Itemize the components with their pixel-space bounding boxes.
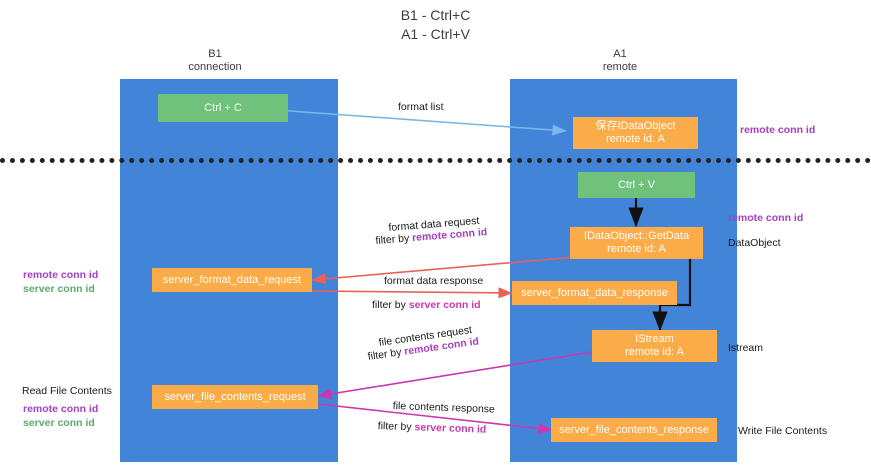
filter-prefix-3: filter by	[367, 345, 406, 363]
edge-label-file-contents-response: file contents response	[392, 400, 496, 416]
filter-key-server-conn-id-2: server conn id	[414, 421, 487, 436]
lane-header-b1-title: B1	[208, 48, 222, 60]
lane-header-b1-subtitle: connection	[188, 61, 242, 73]
filter-prefix-2: filter by	[372, 299, 409, 311]
lane-header-a1-subtitle: remote	[602, 61, 638, 73]
edge-label-format-data-response-filter: filter by server conn id	[372, 299, 481, 312]
annotation-istream: Istream	[728, 342, 764, 354]
ctrl-c-box[interactable]: Ctrl + C	[158, 94, 288, 122]
server-format-data-request-box[interactable]: server_format_data_request	[152, 268, 312, 292]
ctrl-v-box-label: Ctrl + V	[618, 178, 655, 191]
page-title: B1 - Ctrl+C A1 - Ctrl+V	[0, 6, 871, 44]
lane-header-a1-title: A1	[613, 48, 627, 60]
edge-label-format-list: format list	[398, 101, 444, 113]
filter-key-server-conn-id-1: server conn id	[408, 299, 481, 311]
lane-header-b1: B1 connection	[155, 48, 275, 74]
filter-prefix-1: filter by	[375, 232, 413, 247]
getdata-box[interactable]: IDataObject::GetData remote id: A	[570, 227, 703, 259]
annotation-remote-conn-id-mid: remote conn id	[728, 212, 804, 224]
server-file-contents-response-label: server_file_contents_response	[559, 423, 709, 436]
annotation-dataobject: DataObject	[728, 237, 781, 249]
server-file-contents-request-label: server_file_contents_request	[164, 390, 306, 403]
idataobject-box-line2: remote id: A	[606, 133, 665, 145]
edge-label-file-contents-response-filter: filter by server conn id	[378, 420, 487, 437]
annotation-read-file-contents: Read File Contents	[22, 385, 112, 397]
annotation-left-remote-conn-id-1: remote conn id	[23, 269, 99, 281]
server-format-data-response-box[interactable]: server_format_data_response	[512, 281, 677, 305]
istream-box-line1: IStream	[635, 333, 674, 345]
annotation-remote-conn-id-top: remote conn id	[740, 124, 816, 136]
istream-box[interactable]: IStream remote id: A	[592, 330, 717, 362]
annotation-left-remote-conn-id-2: remote conn id	[23, 403, 99, 415]
edge-label-format-data-response: format data response	[384, 275, 484, 287]
section-divider	[0, 158, 871, 163]
lane-header-a1: A1 remote	[560, 48, 680, 74]
server-format-data-response-label: server_format_data_response	[521, 286, 668, 299]
getdata-box-line1: IDataObject::GetData	[583, 230, 690, 242]
getdata-box-line2: remote id: A	[607, 243, 666, 255]
annotation-left-server-conn-id-1: server conn id	[23, 283, 95, 295]
filter-prefix-4: filter by	[377, 420, 415, 434]
idataobject-box[interactable]: 保存IDataObject remote id: A	[573, 117, 698, 149]
istream-box-line2: remote id: A	[625, 346, 684, 358]
server-file-contents-response-box[interactable]: server_file_contents_response	[551, 418, 717, 442]
ctrl-c-box-label: Ctrl + C	[204, 101, 242, 114]
annotation-write-file-contents: Write File Contents	[738, 425, 828, 437]
annotation-left-server-conn-id-2: server conn id	[23, 417, 95, 429]
title-line-1: B1 - Ctrl+C	[400, 7, 471, 23]
server-file-contents-request-box[interactable]: server_file_contents_request	[152, 385, 318, 409]
server-format-data-request-label: server_format_data_request	[162, 273, 302, 286]
ctrl-v-box[interactable]: Ctrl + V	[578, 172, 695, 198]
title-line-2: A1 - Ctrl+V	[401, 26, 470, 42]
idataobject-box-line1: 保存IDataObject	[595, 120, 676, 132]
